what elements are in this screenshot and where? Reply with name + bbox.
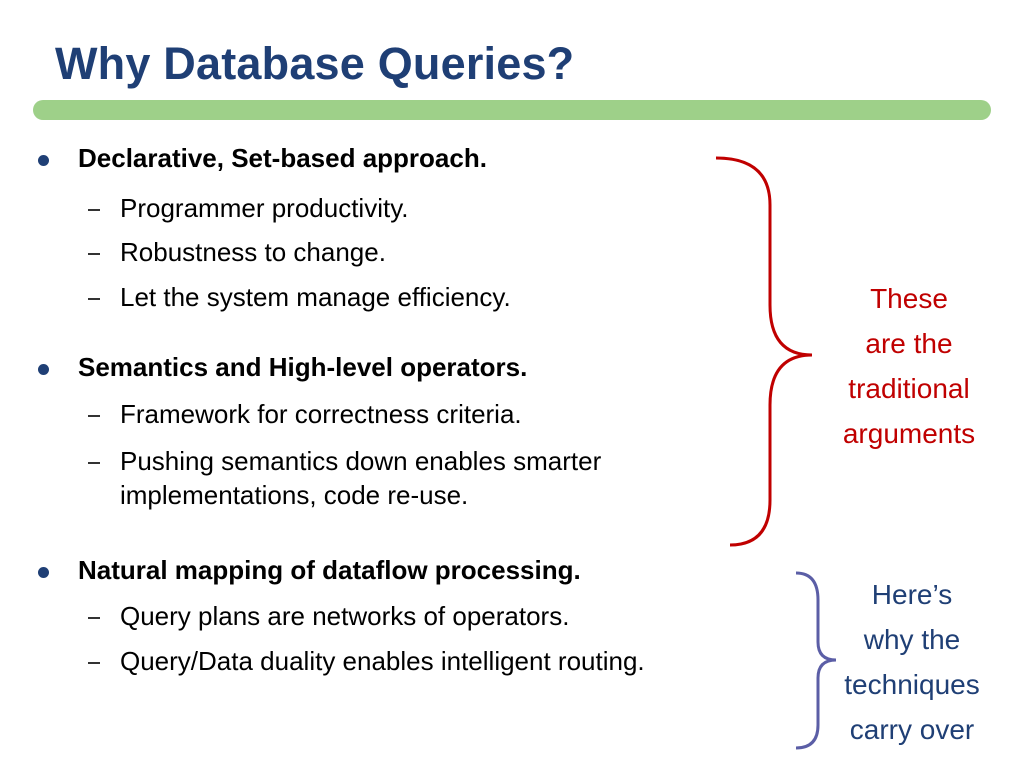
dash-icon <box>88 462 100 464</box>
sub-bullet-pushing-semantics: Pushing semantics down enables smarter <box>120 446 602 476</box>
sub-bullet-productivity: Programmer productivity. <box>120 193 409 223</box>
note-blue-line-1: Here’s <box>871 579 953 610</box>
sub-bullet-efficiency: Let the system manage efficiency. <box>120 282 511 312</box>
techniques-carry-over-note: Here’s why the techniques carry over <box>826 572 998 752</box>
bullet-dot-icon <box>38 364 49 375</box>
sub-bullet-pushing-semantics-cont: implementations, code re-use. <box>120 480 469 510</box>
blue-brace-icon <box>795 571 837 750</box>
note-blue-line-3: techniques <box>844 669 980 700</box>
dash-icon <box>88 662 100 664</box>
title-accent-bar <box>33 100 991 120</box>
red-brace-icon <box>715 156 813 547</box>
slide-title: Why Database Queries? <box>55 38 575 89</box>
note-red-line-2: are the <box>865 328 953 359</box>
sub-bullet-query-plans: Query plans are networks of operators. <box>120 601 570 631</box>
dash-icon <box>88 253 100 255</box>
bullet-dataflow: Natural mapping of dataflow processing. <box>78 555 581 585</box>
bullet-semantics: Semantics and High-level operators. <box>78 352 528 382</box>
sub-bullet-duality: Query/Data duality enables intelligent r… <box>120 646 645 676</box>
note-red-line-3: traditional <box>848 373 970 404</box>
note-blue-line-2: why the <box>863 624 961 655</box>
note-red-line-4: arguments <box>842 418 976 449</box>
traditional-arguments-note: These are the traditional arguments <box>826 276 992 456</box>
note-blue-line-4: carry over <box>849 714 975 745</box>
dash-icon <box>88 415 100 417</box>
dash-icon <box>88 617 100 619</box>
bullet-declarative: Declarative, Set-based approach. <box>78 143 487 173</box>
note-red-line-1: These <box>870 283 948 314</box>
bullet-dot-icon <box>38 155 49 166</box>
sub-bullet-robustness: Robustness to change. <box>120 237 386 267</box>
dash-icon <box>88 209 100 211</box>
sub-bullet-correctness: Framework for correctness criteria. <box>120 399 522 429</box>
dash-icon <box>88 298 100 300</box>
bullet-dot-icon <box>38 567 49 578</box>
